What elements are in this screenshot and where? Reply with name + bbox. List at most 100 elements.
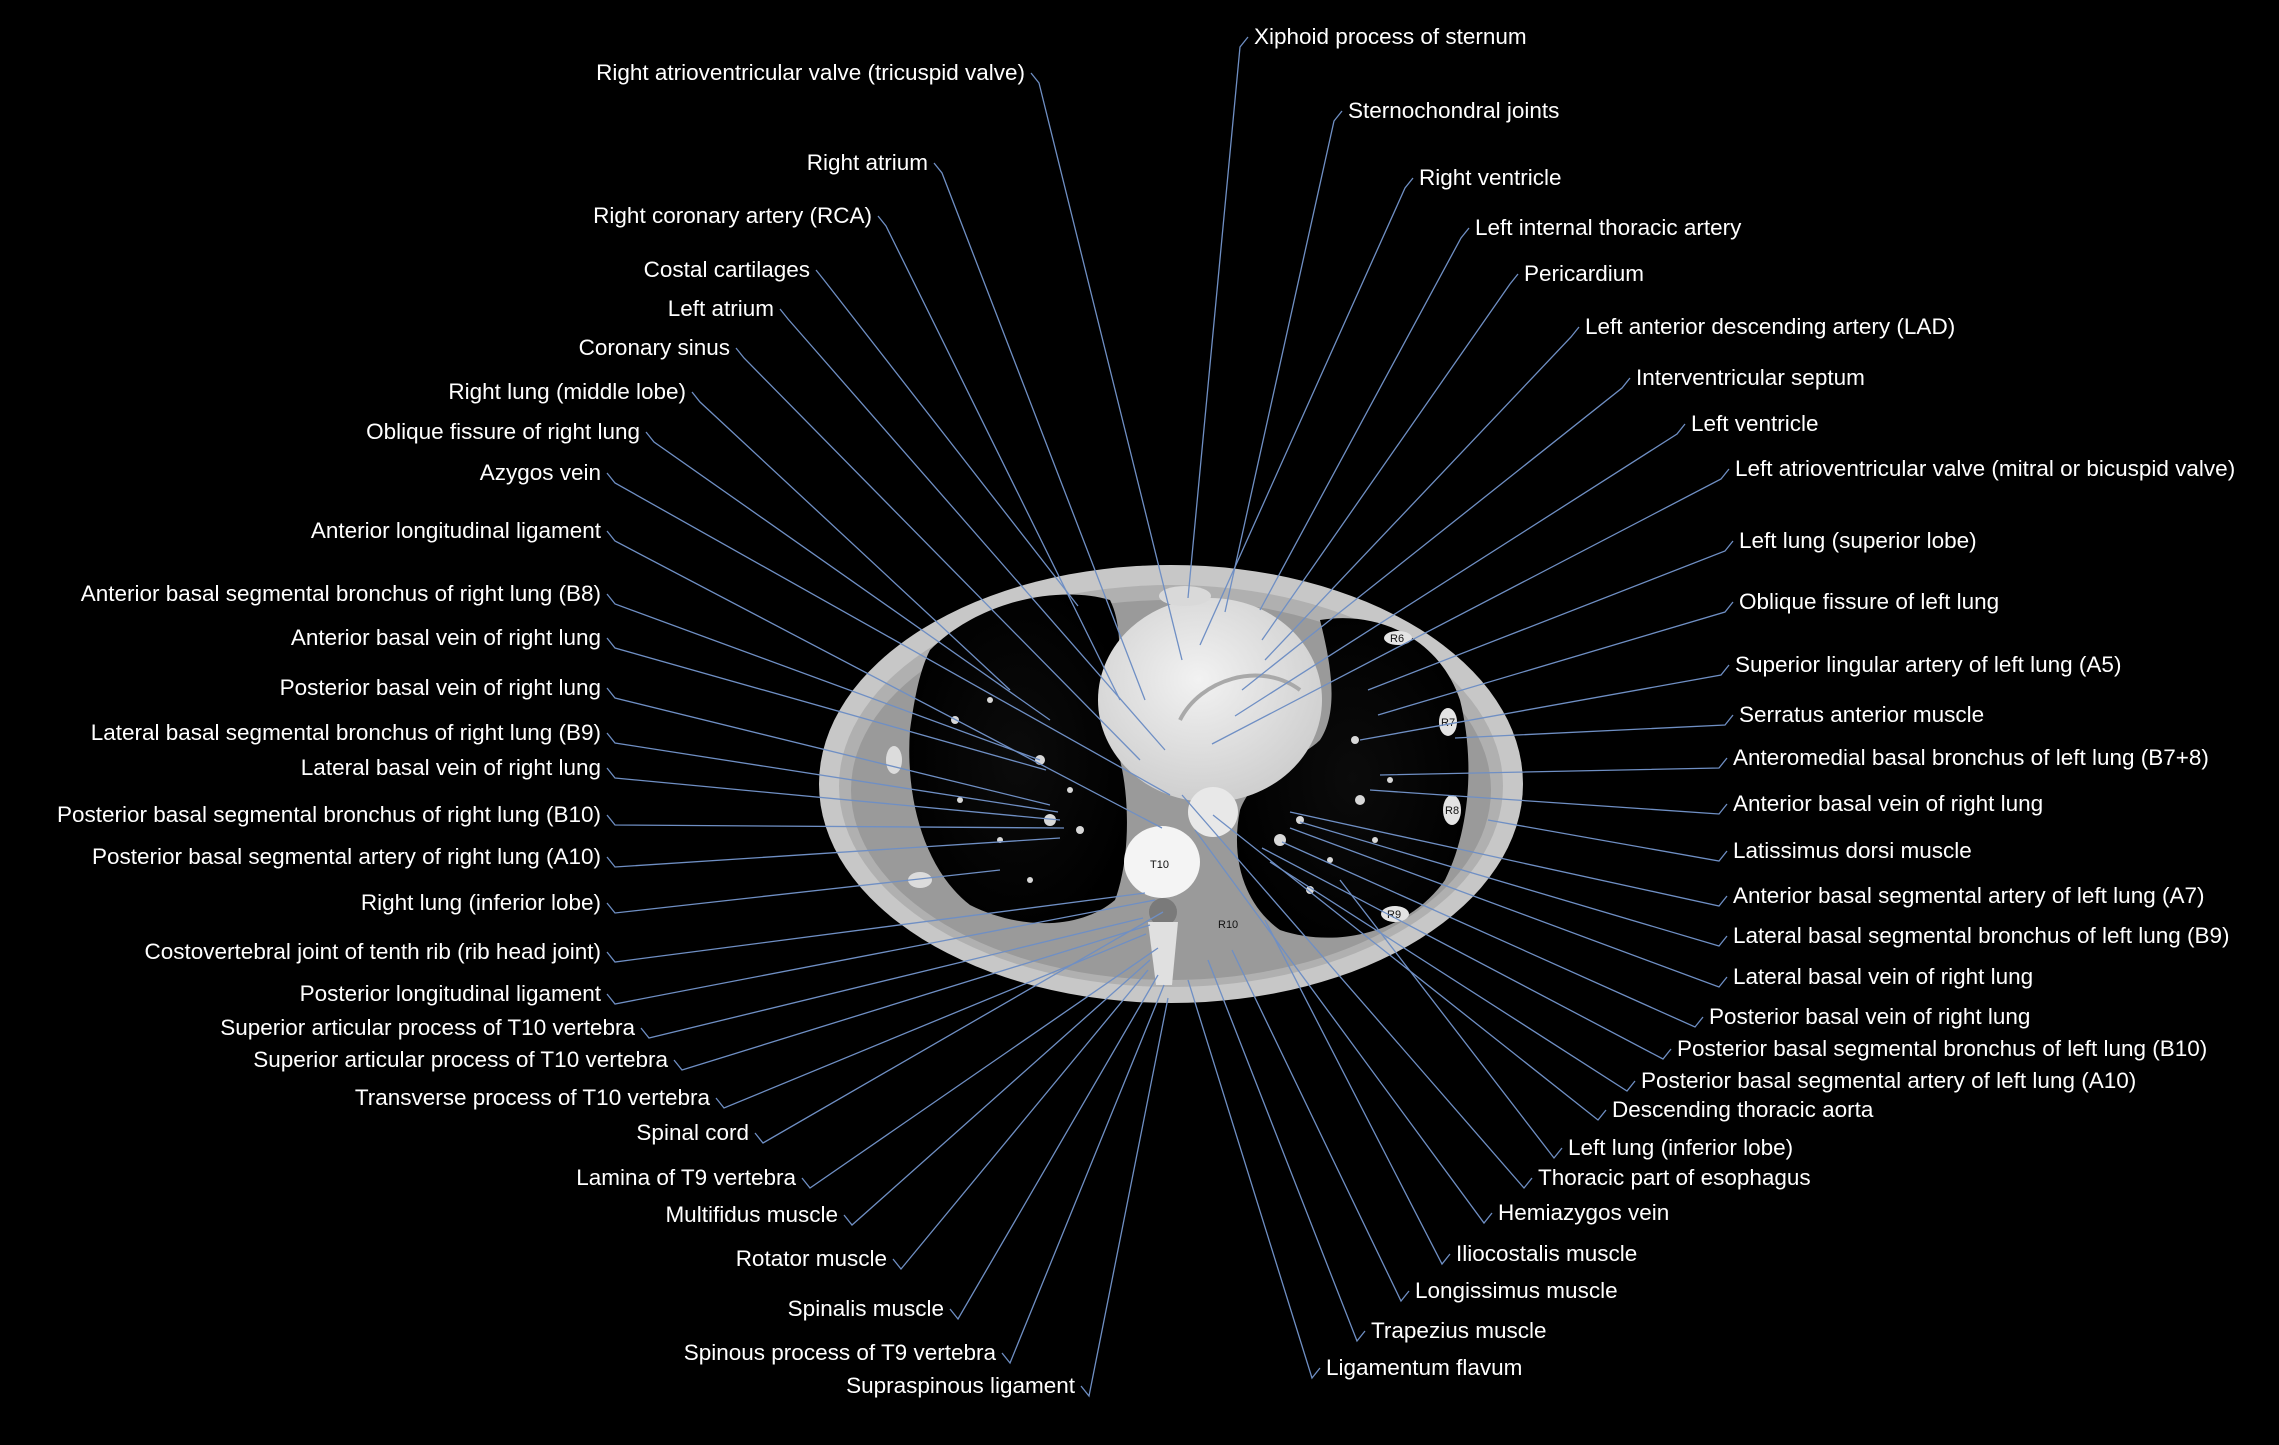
right-lung-field bbox=[909, 594, 1127, 924]
ventricle-contour bbox=[1178, 673, 1302, 721]
label-costovertebral-joint-tenth-rib: Costovertebral joint of tenth rib (rib h… bbox=[145, 939, 601, 964]
leader-lateral-basal-vein-right-lung-l bbox=[1289, 827, 1728, 988]
leader-spinalis-muscle bbox=[949, 974, 1159, 1321]
label-ligamentum-flavum: Ligamentum flavum bbox=[1326, 1355, 1522, 1380]
rib-left-side-1 bbox=[886, 746, 902, 774]
label-iliocostalis-muscle: Iliocostalis muscle bbox=[1456, 1241, 1637, 1266]
leader-anterior-basal-segmental-bronchus-right-b8 bbox=[606, 593, 1041, 761]
ct-marker-t10: T10 bbox=[1150, 859, 1169, 871]
leader-coronary-sinus bbox=[735, 347, 1141, 761]
leader-hemiazygos-vein bbox=[1194, 829, 1493, 1225]
leader-left-atrioventricular-valve bbox=[1211, 468, 1730, 745]
label-rotator-muscle: Rotator muscle bbox=[736, 1246, 887, 1271]
leader-rotator-muscle bbox=[892, 969, 1149, 1271]
label-lateral-basal-segmental-bronchus-left-b9: Lateral basal segmental bronchus of left… bbox=[1733, 923, 2230, 948]
leader-left-ventricle bbox=[1234, 423, 1686, 717]
label-superior-articular-process-t10-b: Superior articular process of T10 verteb… bbox=[253, 1047, 668, 1072]
ct-marker-r8: R8 bbox=[1445, 805, 1459, 817]
leader-latissimus-dorsi-muscle bbox=[1487, 819, 1728, 862]
rib-r6 bbox=[1384, 631, 1412, 645]
label-posterior-basal-segmental-bronchus-left-b10: Posterior basal segmental bronchus of le… bbox=[1677, 1036, 2207, 1061]
leader-lines bbox=[606, 36, 1734, 1398]
label-posterior-basal-vein-right-lung-r: Posterior basal vein of right lung bbox=[280, 675, 601, 700]
label-serratus-anterior-muscle: Serratus anterior muscle bbox=[1739, 702, 1984, 727]
leader-anterior-basal-segmental-artery-left-a7 bbox=[1289, 811, 1728, 907]
label-left-lung-superior-lobe: Left lung (superior lobe) bbox=[1739, 528, 1977, 553]
leader-posterior-longitudinal-ligament bbox=[606, 899, 1156, 1005]
leader-left-lung-superior-lobe bbox=[1367, 540, 1734, 691]
label-multifidus-muscle: Multifidus muscle bbox=[665, 1202, 838, 1227]
left-lung-field bbox=[1236, 618, 1469, 938]
label-pericardium: Pericardium bbox=[1524, 261, 1644, 286]
leader-transverse-process-t10 bbox=[715, 933, 1147, 1109]
leader-descending-thoracic-aorta bbox=[1212, 814, 1607, 1121]
leader-interventricular-septum bbox=[1241, 377, 1631, 691]
leader-oblique-fissure-left-lung bbox=[1377, 601, 1734, 716]
label-oblique-fissure-right-lung: Oblique fissure of right lung bbox=[366, 419, 640, 444]
label-posterior-basal-vein-right-lung-l: Posterior basal vein of right lung bbox=[1709, 1004, 2030, 1029]
leader-serratus-anterior-muscle bbox=[1454, 714, 1734, 739]
label-lateral-basal-vein-right-lung-r: Lateral basal vein of right lung bbox=[301, 755, 601, 780]
leader-xiphoid-process-of-sternum bbox=[1187, 36, 1249, 599]
label-longissimus-muscle: Longissimus muscle bbox=[1415, 1278, 1618, 1303]
leader-azygos-vein bbox=[606, 472, 1171, 796]
sternum-shadow bbox=[1159, 586, 1211, 606]
label-spinal-cord: Spinal cord bbox=[636, 1120, 749, 1145]
rib-r7 bbox=[1439, 708, 1457, 736]
label-coronary-sinus: Coronary sinus bbox=[579, 335, 730, 360]
ct-marker-r6: R6 bbox=[1390, 633, 1404, 645]
leader-superior-articular-process-t10-b bbox=[673, 924, 1151, 1071]
label-trapezius-muscle: Trapezius muscle bbox=[1371, 1318, 1546, 1343]
ct-marker-r10: R10 bbox=[1218, 919, 1238, 931]
leader-pericardium bbox=[1261, 273, 1519, 641]
label-right-lung-inferior-lobe: Right lung (inferior lobe) bbox=[361, 890, 601, 915]
leader-right-atrium bbox=[933, 162, 1146, 701]
label-thoracic-part-of-esophagus: Thoracic part of esophagus bbox=[1538, 1165, 1811, 1190]
leader-longissimus-muscle bbox=[1231, 949, 1410, 1303]
label-right-lung-middle-lobe: Right lung (middle lobe) bbox=[448, 379, 686, 404]
leader-multifidus-muscle bbox=[843, 959, 1151, 1226]
leader-superior-articular-process-t10-a bbox=[640, 917, 1144, 1039]
label-anterior-longitudinal-ligament: Anterior longitudinal ligament bbox=[311, 518, 602, 543]
label-supraspinous-ligament: Supraspinous ligament bbox=[846, 1373, 1076, 1398]
leader-lamina-t9 bbox=[801, 947, 1159, 1189]
label-right-atrium: Right atrium bbox=[807, 150, 928, 175]
leader-posterior-basal-segmental-bronchus-right-b10 bbox=[606, 814, 1065, 829]
leader-thoracic-part-of-esophagus bbox=[1181, 794, 1533, 1190]
label-lateral-basal-vein-right-lung-l: Lateral basal vein of right lung bbox=[1733, 964, 2033, 989]
leader-posterior-basal-vein-right-lung-r bbox=[606, 687, 1051, 806]
leader-lateral-basal-segmental-bronchus-left-b9 bbox=[1299, 821, 1728, 947]
leader-right-lung-middle-lobe bbox=[691, 391, 1011, 691]
heart-shadow[interactable] bbox=[1098, 598, 1322, 802]
vertebral-body bbox=[1124, 826, 1200, 898]
leader-left-lung-inferior-lobe bbox=[1339, 879, 1563, 1160]
label-posterior-basal-segmental-bronchus-right-b10: Posterior basal segmental bronchus of ri… bbox=[57, 802, 601, 827]
leader-right-atrioventricular-valve bbox=[1030, 72, 1183, 661]
leader-right-coronary-artery bbox=[877, 215, 1121, 701]
leader-sternochondral-joints bbox=[1224, 110, 1343, 613]
leader-spinous-process-t9 bbox=[1001, 984, 1165, 1365]
leader-right-ventricle bbox=[1199, 177, 1414, 646]
label-costal-cartilages: Costal cartilages bbox=[644, 257, 810, 282]
leader-posterior-basal-vein-right-lung-l bbox=[1281, 841, 1704, 1028]
leader-costal-cartilages bbox=[815, 269, 1079, 607]
label-anteromedial-basal-bronchus-left-b78: Anteromedial basal bronchus of left lung… bbox=[1733, 745, 2209, 770]
label-posterior-basal-segmental-artery-left-a10: Posterior basal segmental artery of left… bbox=[1641, 1068, 2136, 1093]
rib-left-side-2 bbox=[908, 872, 932, 888]
leader-anterior-longitudinal-ligament bbox=[606, 530, 1163, 829]
label-spinous-process-t9: Spinous process of T9 vertebra bbox=[684, 1340, 997, 1365]
label-left-ventricle: Left ventricle bbox=[1691, 411, 1819, 436]
ct-axial-slice-image: T10 R6 R7 R8 R9 R10 bbox=[819, 565, 1523, 1003]
leader-posterior-basal-segmental-artery-left-a10 bbox=[1269, 861, 1636, 1092]
label-right-ventricle: Right ventricle bbox=[1419, 165, 1562, 190]
leader-posterior-basal-segmental-bronchus-left-b10 bbox=[1261, 847, 1672, 1060]
label-superior-articular-process-t10-a: Superior articular process of T10 verteb… bbox=[220, 1015, 635, 1040]
label-left-internal-thoracic-artery: Left internal thoracic artery bbox=[1475, 215, 1742, 240]
rib-r9 bbox=[1381, 906, 1409, 922]
leader-anteromedial-basal-bronchus-left-b78 bbox=[1379, 757, 1728, 776]
rib-r8 bbox=[1443, 795, 1461, 825]
leader-supraspinous-ligament bbox=[1080, 997, 1169, 1398]
leader-lateral-basal-vein-right-lung-r bbox=[606, 767, 1061, 821]
